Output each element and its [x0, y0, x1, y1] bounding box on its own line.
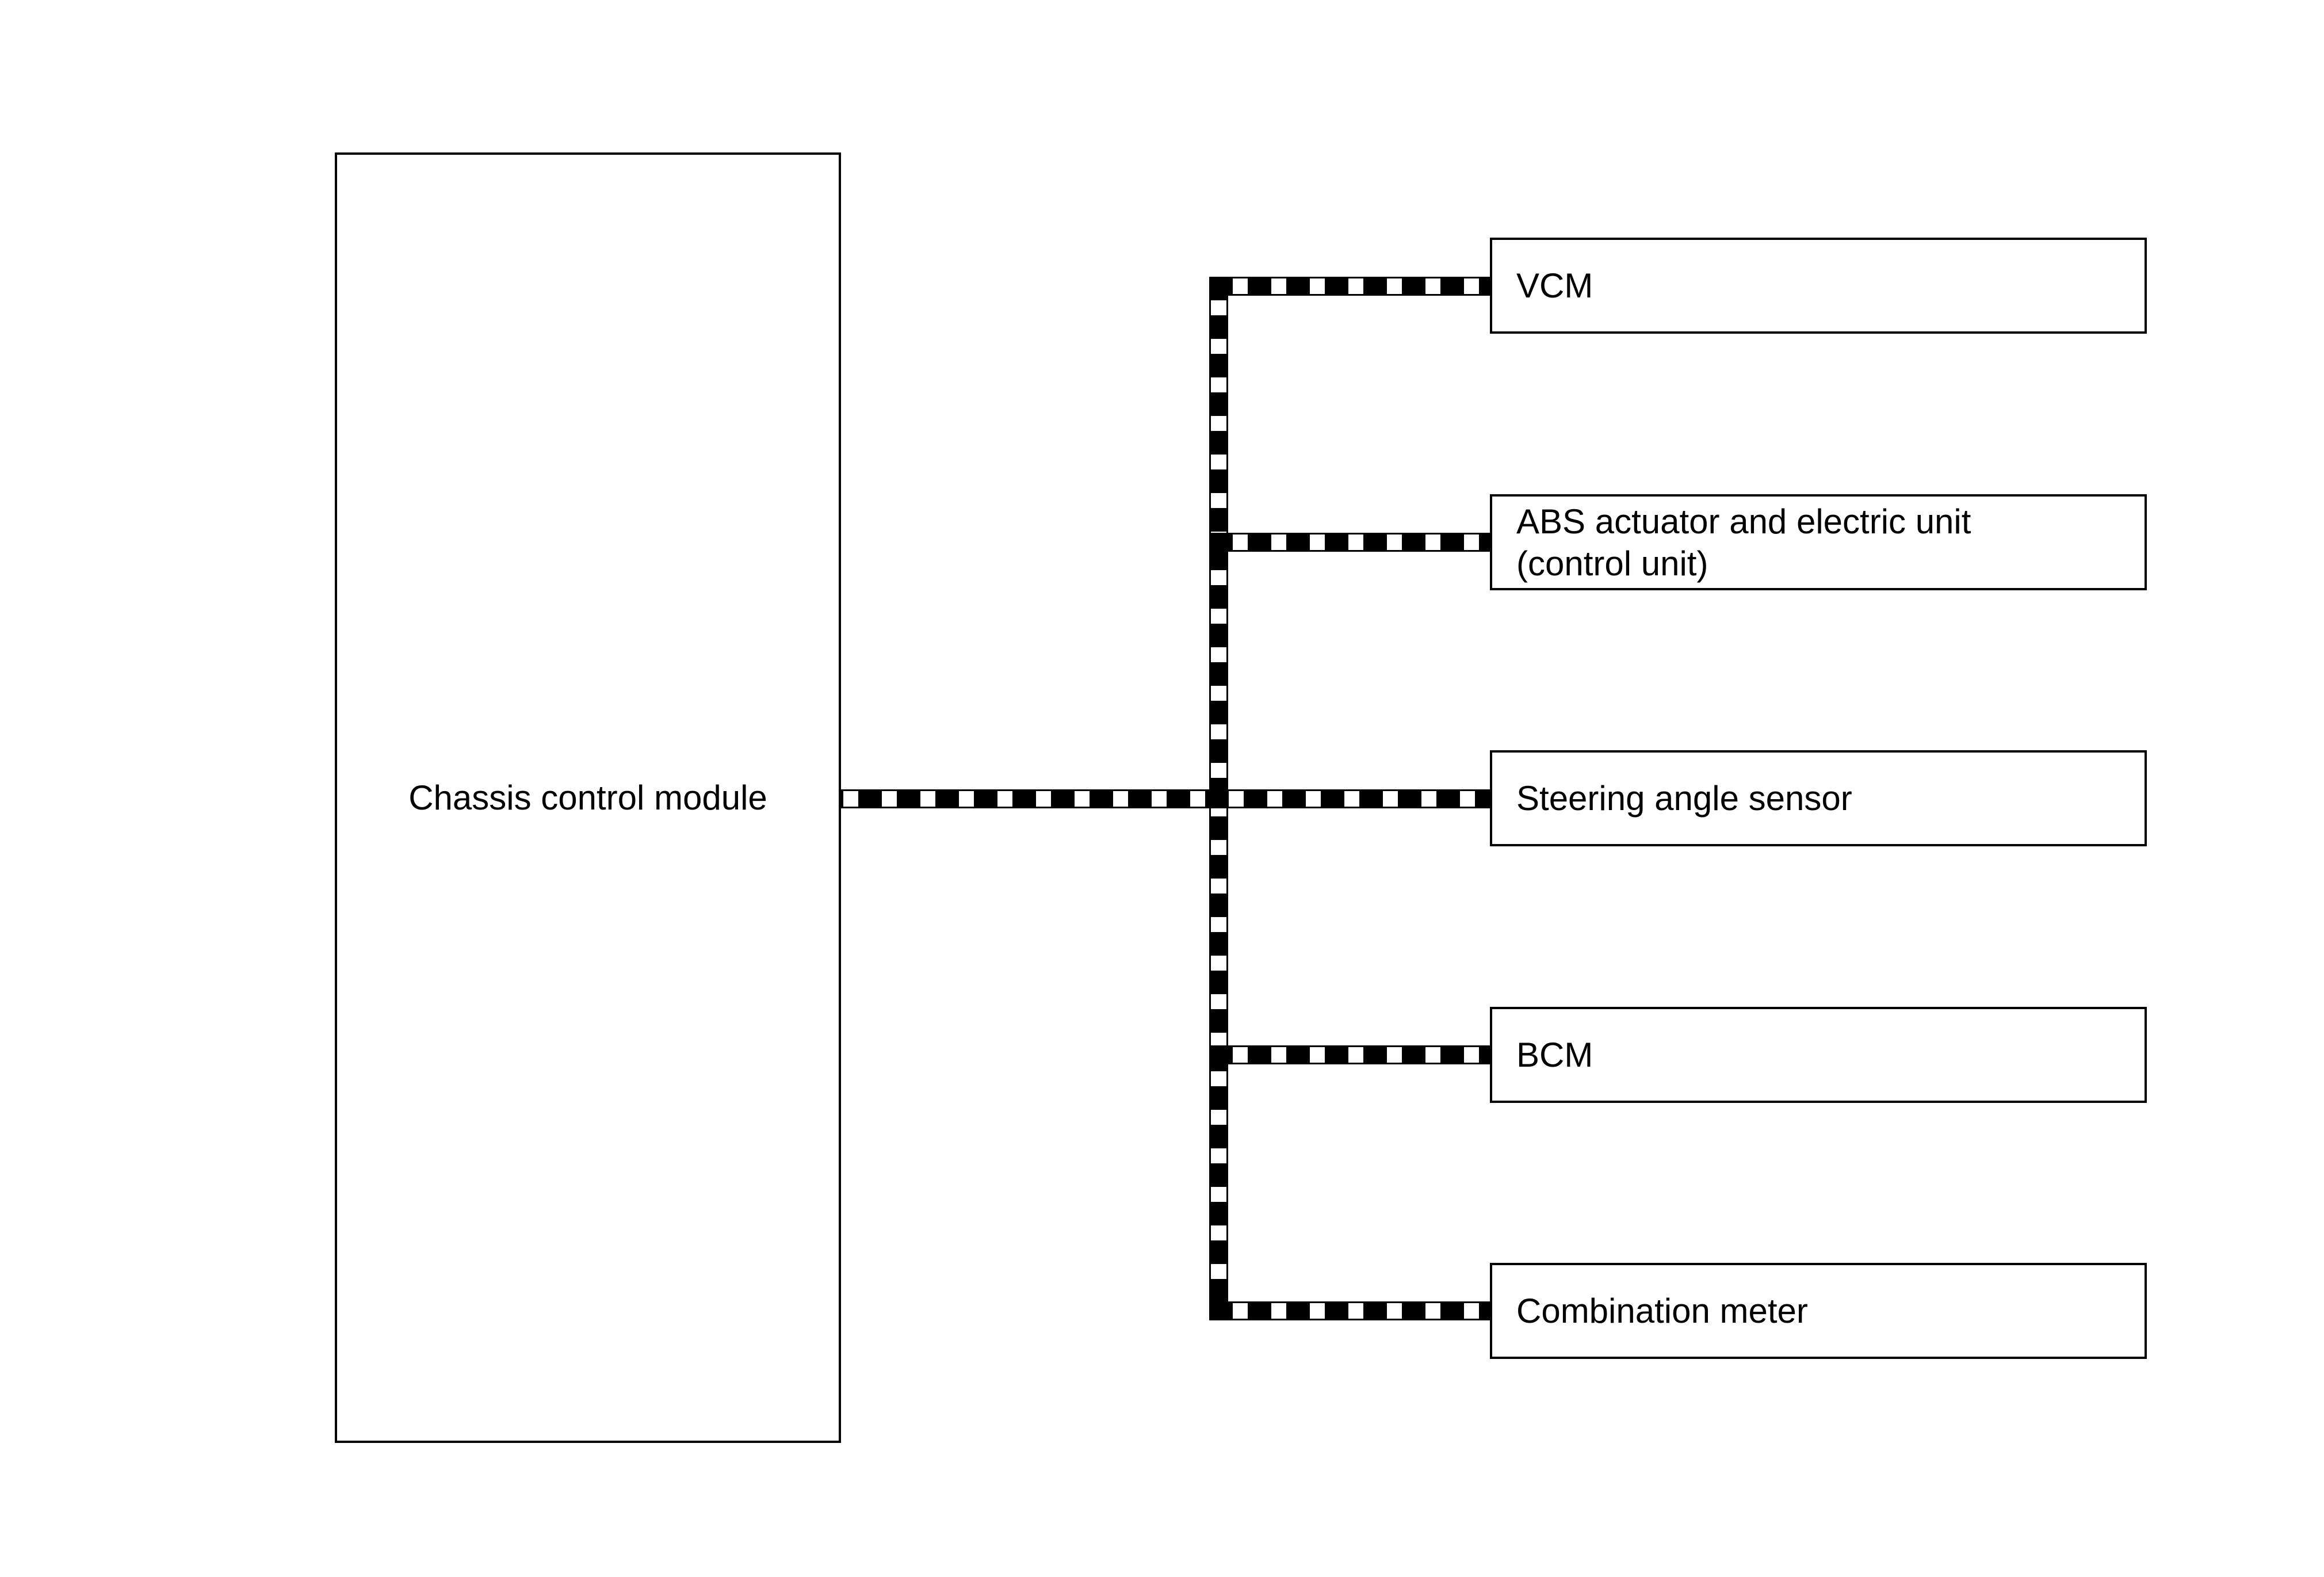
bus-branch-abs-actuator: [1209, 533, 1490, 552]
node-steering-angle-sensor-label-line: Steering angle sensor: [1516, 779, 1852, 818]
node-bcm: BCM: [1490, 1007, 2147, 1103]
node-vcm-label: VCM: [1516, 265, 1593, 307]
node-combination-meter: Combination meter: [1490, 1263, 2147, 1359]
node-bcm-label-line: BCM: [1516, 1036, 1593, 1074]
node-abs-actuator-label: ABS actuator and electric unit (control …: [1516, 501, 1971, 585]
node-vcm-label-line: VCM: [1516, 266, 1593, 305]
node-steering-angle-sensor: Steering angle sensor: [1490, 750, 2147, 846]
node-vcm: VCM: [1490, 238, 2147, 334]
bus-main-line: [841, 789, 1490, 808]
node-steering-angle-sensor-label: Steering angle sensor: [1516, 777, 1852, 819]
node-chassis-control-module: Chassis control module: [335, 152, 841, 1443]
node-combination-meter-label: Combination meter: [1516, 1290, 1808, 1332]
bus-branch-bcm: [1209, 1045, 1490, 1064]
node-combination-meter-label-line: Combination meter: [1516, 1292, 1808, 1330]
bus-branch-combination-meter: [1209, 1301, 1490, 1320]
node-chassis-control-module-label: Chassis control module: [408, 778, 767, 817]
node-abs-actuator-label-line-2: (control unit): [1516, 544, 1708, 583]
node-bcm-label: BCM: [1516, 1034, 1593, 1076]
node-abs-actuator: ABS actuator and electric unit (control …: [1490, 494, 2147, 590]
node-abs-actuator-label-line-1: ABS actuator and electric unit: [1516, 502, 1971, 541]
bus-branch-vcm: [1209, 277, 1490, 296]
